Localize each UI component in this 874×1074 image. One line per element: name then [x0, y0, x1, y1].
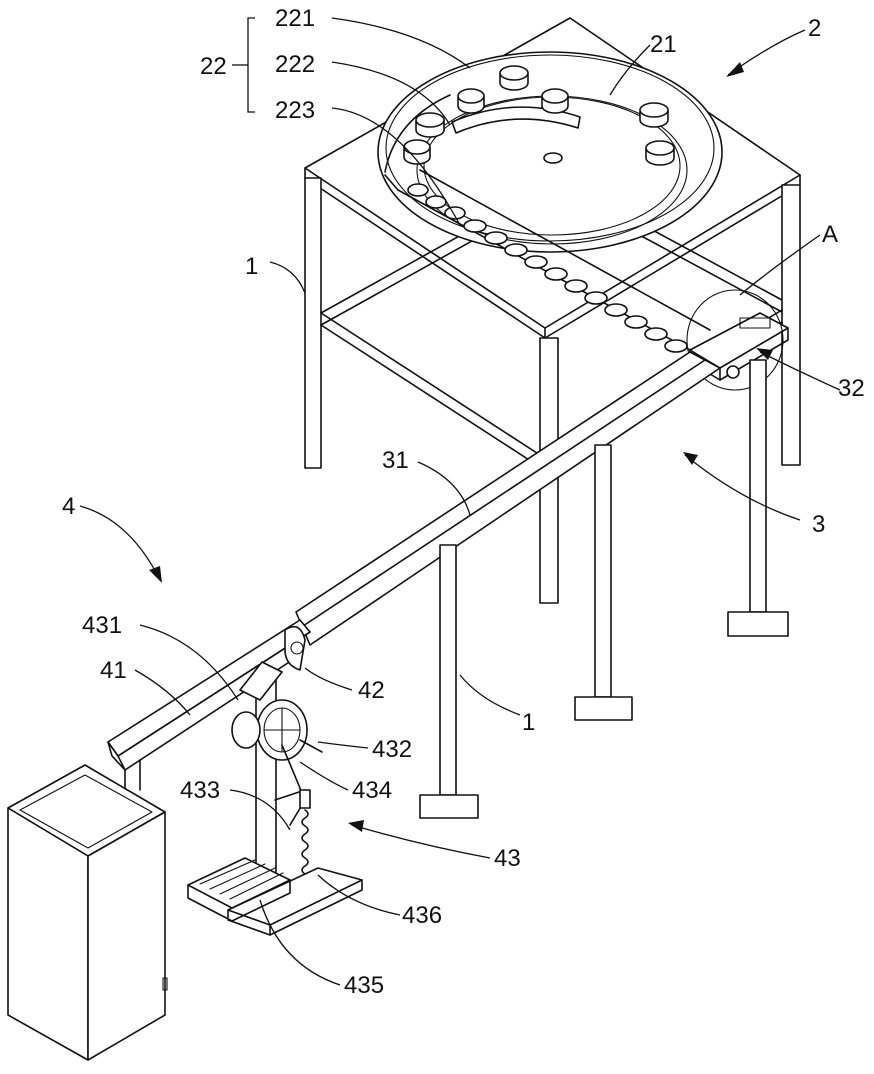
collection-box — [8, 765, 167, 1060]
inclined-chute — [296, 352, 720, 645]
label-A: A — [822, 221, 838, 248]
label-432: 432 — [372, 736, 412, 763]
label-31: 31 — [382, 447, 409, 474]
label-22: 22 — [200, 53, 227, 80]
label-2: 2 — [808, 15, 821, 42]
label-223: 223 — [275, 97, 315, 124]
label-42: 42 — [358, 677, 385, 704]
label-434: 434 — [352, 777, 392, 804]
label-4: 4 — [62, 493, 75, 520]
label-431: 431 — [82, 612, 122, 639]
label-436: 436 — [402, 902, 442, 929]
label-435: 435 — [344, 972, 384, 999]
label-433: 433 — [180, 777, 220, 804]
label-41: 41 — [100, 657, 127, 684]
label-32: 32 — [838, 375, 865, 402]
label-1-upper: 1 — [245, 253, 258, 280]
label-222: 222 — [275, 51, 315, 78]
label-3: 3 — [812, 511, 825, 538]
label-43: 43 — [494, 845, 521, 872]
label-21: 21 — [650, 31, 677, 58]
label-221: 221 — [275, 5, 315, 32]
rotary-feeder — [378, 52, 722, 252]
label-1-lower: 1 — [522, 709, 535, 736]
